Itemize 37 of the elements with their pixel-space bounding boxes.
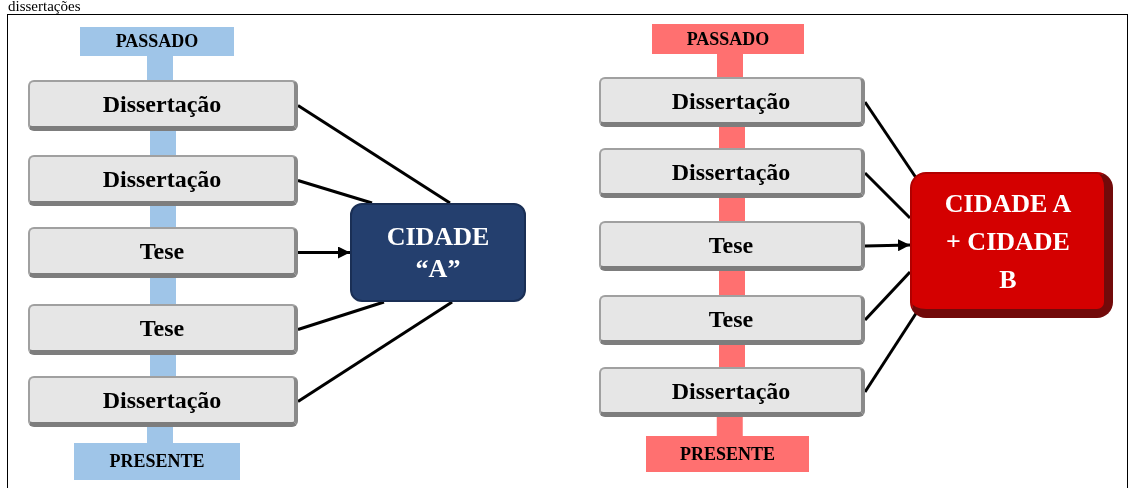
city-box: CIDADE A + CIDADE B (910, 172, 1113, 318)
connector-line (297, 179, 373, 205)
timeline-bar (719, 270, 745, 296)
timeline-end-tag: PASSADO (652, 24, 804, 54)
timeline-box: Tese (599, 221, 865, 271)
timeline-bar (719, 344, 745, 368)
timeline-bar (150, 130, 176, 156)
timeline-end-tag: PRESENTE (74, 443, 240, 480)
connector-line (297, 300, 385, 331)
timeline-bar (150, 354, 176, 377)
timeline-bar (719, 126, 745, 149)
timeline-end-tag: PASSADO (80, 27, 234, 56)
timeline-box: Dissertação (599, 77, 865, 127)
timeline-bar (717, 53, 743, 78)
connector-line (297, 104, 451, 205)
timeline-box: Tese (599, 295, 865, 345)
timeline-bar (150, 277, 176, 305)
timeline-bar (147, 55, 173, 81)
timeline-box: Dissertação (28, 80, 298, 131)
timeline-end-tag: PRESENTE (646, 436, 809, 472)
timeline-bar (716, 416, 743, 437)
connector-line (297, 300, 453, 403)
timeline-box: Dissertação (28, 376, 298, 427)
arrow (864, 239, 911, 252)
connector-line (863, 271, 912, 322)
connector-line (863, 311, 919, 393)
arrow (298, 246, 350, 259)
city-box: CIDADE “A” (350, 203, 526, 302)
connector-line (863, 171, 912, 220)
timeline-bar (150, 205, 176, 228)
caption-text: dissertações (8, 0, 81, 13)
timeline-box: Dissertação (599, 367, 865, 417)
timeline-box: Dissertação (599, 148, 865, 198)
timeline-box: Dissertação (28, 155, 298, 206)
timeline-bar (719, 197, 745, 222)
timeline-box: Tese (28, 304, 298, 355)
timeline-box: Tese (28, 227, 298, 278)
